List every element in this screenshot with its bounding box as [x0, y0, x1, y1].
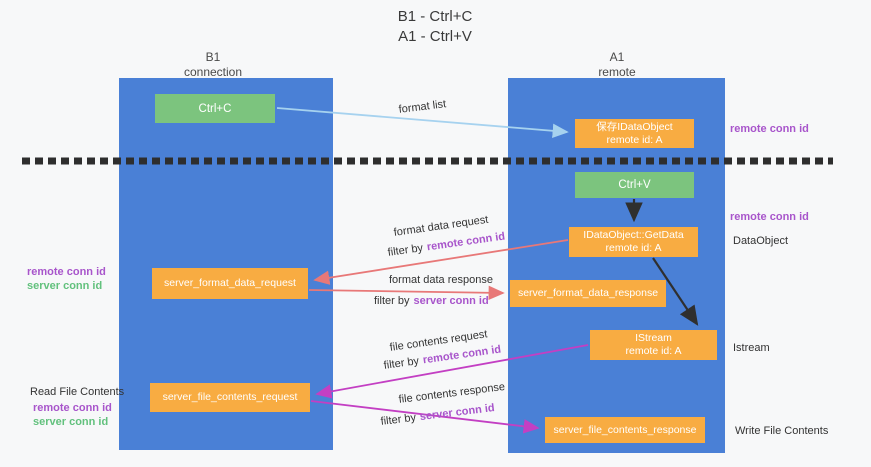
server-format-data-response-box: server_format_data_response: [510, 280, 666, 307]
ctrl-c-box: Ctrl+C: [155, 94, 275, 123]
istream-annotation: Istream: [733, 342, 770, 354]
istream-box: IStream remote id: A: [590, 330, 717, 360]
format-list-label: format list: [398, 98, 447, 116]
left-column-header: B1 connection: [143, 50, 283, 80]
left-column-name: B1: [205, 50, 221, 64]
read-file-contents-annotation: Read File Contents: [30, 386, 125, 398]
server-conn-id-left-1: server conn id: [27, 280, 103, 292]
arrow-format-data-response: [308, 285, 505, 300]
save-dataobject-line1: 保存IDataObject: [596, 120, 673, 133]
left-column-role: connection: [183, 65, 243, 79]
diagram-title-line1: B1 - Ctrl+C: [397, 8, 473, 25]
server-format-data-request-box: server_format_data_request: [152, 268, 308, 299]
server-file-contents-request-label: server_file_contents_request: [162, 391, 298, 403]
right-column-role: remote: [598, 65, 636, 79]
istream-line2: remote id: A: [625, 345, 682, 357]
server-conn-id-text: server conn id: [419, 402, 496, 424]
right-column-name: A1: [609, 50, 625, 64]
server-file-contents-response-box: server_file_contents_response: [545, 417, 705, 443]
istream-line1: IStream: [635, 332, 672, 344]
filter-by-text: filter by: [374, 295, 410, 307]
write-file-contents-annotation: Write File Contents: [735, 425, 829, 437]
remote-conn-id-left-2: remote conn id: [33, 402, 112, 414]
ctrl-v-label: Ctrl+V: [618, 179, 651, 191]
diagram-title-line2: A1 - Ctrl+V: [398, 28, 472, 45]
remote-conn-id-text: remote conn id: [426, 230, 506, 254]
right-column-header: A1 remote: [547, 50, 687, 80]
server-conn-id-left-2: server conn id: [33, 416, 109, 428]
ctrl-v-box: Ctrl+V: [575, 172, 694, 198]
server-file-contents-response-label: server_file_contents_response: [553, 423, 697, 436]
ctrl-c-label: Ctrl+C: [198, 102, 232, 115]
server-file-contents-request-box: server_file_contents_request: [150, 383, 310, 412]
save-dataobject-line2: remote id: A: [606, 133, 663, 146]
filter-by-text: filter by: [380, 411, 417, 428]
remote-conn-id-right-mid: remote conn id: [730, 211, 809, 223]
dataobject-annotation: DataObject: [733, 235, 789, 247]
save-dataobject-box: 保存IDataObject remote id: A: [575, 119, 694, 148]
remote-conn-id-right-top: remote conn id: [730, 123, 809, 135]
server-format-data-request-label: server_format_data_request: [164, 277, 296, 289]
getdata-box: IDataObject::GetData remote id: A: [569, 227, 698, 257]
filter-by-text: filter by: [387, 242, 424, 259]
format-data-response-label: format data response: [389, 274, 493, 286]
server-conn-id-text: server conn id: [413, 295, 489, 307]
server-format-data-response-label: server_format_data_response: [517, 287, 659, 299]
filter-by-text: filter by: [383, 355, 420, 372]
remote-conn-id-left-1: remote conn id: [27, 266, 106, 278]
getdata-line1: IDataObject::GetData: [583, 229, 684, 241]
getdata-line2: remote id: A: [605, 242, 662, 254]
